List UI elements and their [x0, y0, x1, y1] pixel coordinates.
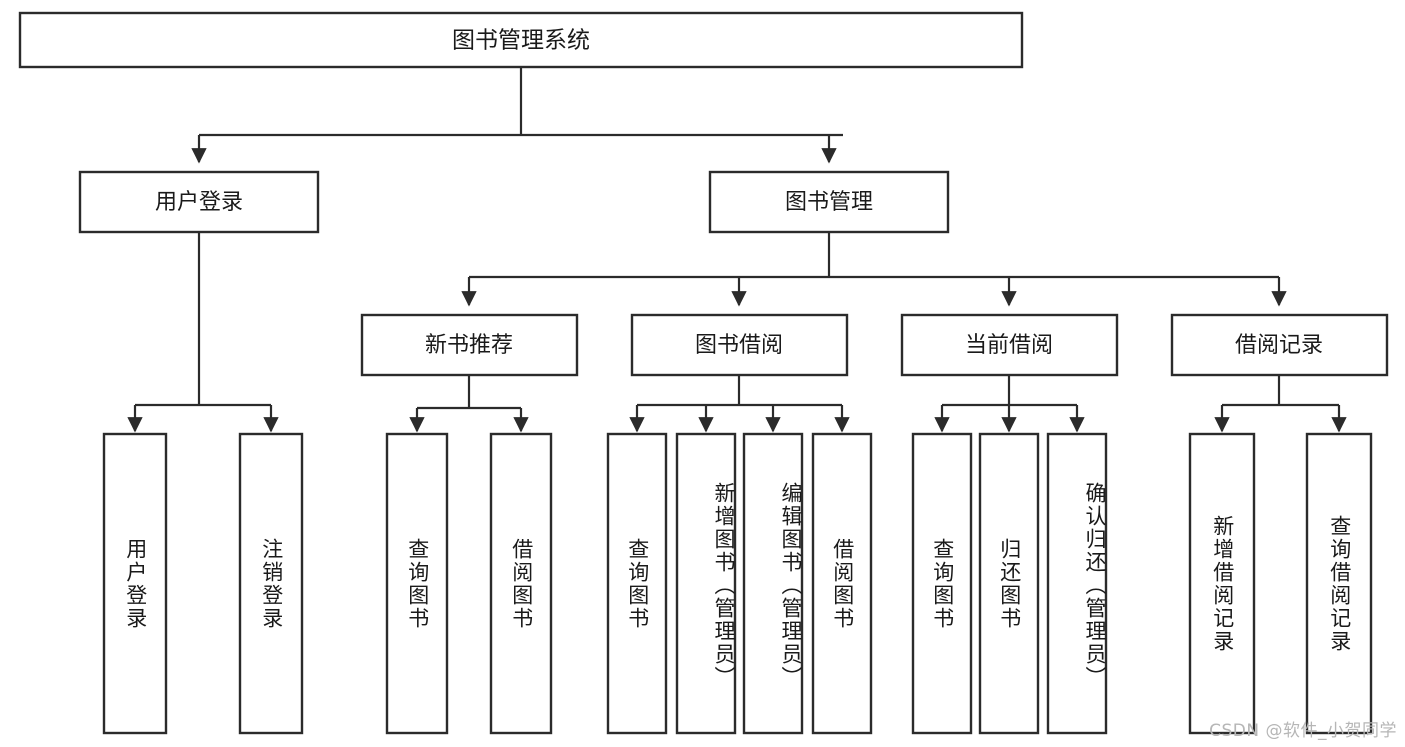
node-borrow-record-box[interactable]: [1170, 313, 1389, 377]
connector-newbook-to-leaves: [409, 375, 529, 433]
leaf-box-query-book-2[interactable]: [606, 432, 668, 735]
connector-bookmgmt-to-level3: [461, 232, 1287, 307]
node-root-box[interactable]: [18, 11, 1024, 69]
leaf-box-user-logout[interactable]: [238, 432, 304, 735]
node-new-book-rec[interactable]: 新书推荐: [360, 313, 579, 377]
node-current-borrow-label: 当前借阅: [965, 333, 1053, 358]
node-book-mgmt-box[interactable]: [708, 170, 950, 234]
csdn-watermark: CSDN @软件_小贺同学: [1209, 721, 1397, 741]
node-book-mgmt-label: 图书管理: [785, 190, 873, 215]
node-book-mgmt[interactable]: 图书管理: [708, 170, 950, 234]
node-root[interactable]: 图书管理系统: [18, 11, 1024, 69]
node-book-borrow[interactable]: 图书借阅: [630, 313, 849, 377]
leaf-box-add-book[interactable]: [675, 432, 737, 735]
connector-login-to-leaves: [127, 232, 279, 433]
connector-borrowrecord-to-leaves: [1214, 375, 1347, 433]
leaf-box-borrow-book-2[interactable]: [811, 432, 873, 735]
leaf-box-borrow-book-1[interactable]: [489, 432, 553, 735]
node-borrow-record-label: 借阅记录: [1235, 333, 1323, 358]
node-book-borrow-box[interactable]: [630, 313, 849, 377]
node-login-box[interactable]: [78, 170, 320, 234]
node-new-book-rec-box[interactable]: [360, 313, 579, 377]
node-borrow-record[interactable]: 借阅记录: [1170, 313, 1389, 377]
leaf-box-return-book[interactable]: [978, 432, 1040, 735]
leaf-box-query-borrow-record[interactable]: [1305, 432, 1373, 735]
leaf-box-query-book-3[interactable]: [911, 432, 973, 735]
leaf-box-query-book-1[interactable]: [385, 432, 449, 735]
node-current-borrow[interactable]: 当前借阅: [900, 313, 1119, 377]
node-login[interactable]: 用户登录: [78, 170, 320, 234]
node-new-book-rec-label: 新书推荐: [425, 333, 513, 358]
connector-bookborrow-to-leaves: [629, 375, 850, 433]
node-book-borrow-label: 图书借阅: [695, 333, 783, 358]
leaf-box-user-login[interactable]: [102, 432, 168, 735]
node-root-label: 图书管理系统: [452, 28, 590, 54]
leaf-box-edit-book[interactable]: [742, 432, 804, 735]
leaf-box-add-borrow-record[interactable]: [1188, 432, 1256, 735]
leaf-box-confirm-return[interactable]: [1046, 432, 1108, 735]
connector-root-to-level2: [191, 67, 843, 164]
node-login-label: 用户登录: [155, 190, 243, 215]
connector-currentborrow-to-leaves: [934, 375, 1085, 433]
node-current-borrow-box[interactable]: [900, 313, 1119, 377]
